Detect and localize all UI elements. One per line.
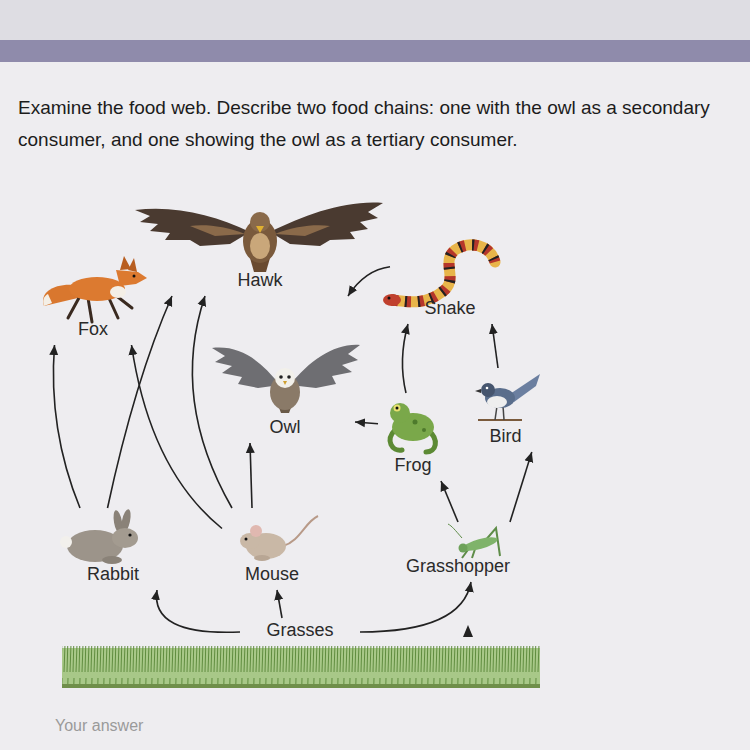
organism-label: Snake	[424, 298, 475, 318]
organism-label: Grasshopper	[406, 556, 510, 576]
organism-label: Frog	[394, 455, 431, 475]
stray-arrowhead	[463, 625, 473, 637]
organism-label: Owl	[270, 417, 301, 437]
organism-label: Mouse	[245, 564, 299, 584]
organism-label: Grasses	[266, 620, 333, 640]
feeding-arrow	[492, 324, 498, 368]
feeding-arrow	[250, 443, 252, 508]
rabbit-picture	[60, 508, 138, 564]
owl-picture	[212, 345, 360, 413]
feeding-arrow	[132, 345, 223, 529]
feeding-arrow	[192, 296, 232, 508]
organism-label: Fox	[78, 319, 108, 339]
feeding-arrow	[441, 481, 458, 522]
feeding-arrow	[108, 296, 173, 508]
feeding-arrow	[402, 324, 408, 393]
organism-label: Rabbit	[87, 564, 139, 584]
feeding-arrow	[348, 267, 390, 296]
organism-node: Fox	[38, 250, 148, 345]
organism-node: Bird	[468, 368, 543, 452]
question-title: Examine the food web. Describe two food …	[18, 92, 734, 156]
organism-node: Rabbit	[58, 508, 168, 590]
organism-node: Frog	[378, 393, 448, 481]
bird-picture	[475, 374, 540, 420]
organism-node: Hawk	[150, 196, 370, 296]
frog-picture	[390, 403, 435, 452]
organism-node: Mouse	[222, 508, 322, 590]
feeding-arrow	[355, 422, 378, 424]
hawk-picture	[135, 203, 383, 272]
grass-strip	[62, 646, 540, 688]
organism-label: Bird	[489, 426, 521, 446]
feeding-arrow	[53, 345, 80, 508]
organism-node: Grasses	[240, 618, 360, 646]
organism-node: Grasshopper	[393, 522, 523, 582]
organism-label: Hawk	[237, 270, 282, 290]
feeding-arrow	[156, 590, 240, 632]
snake-picture	[383, 245, 495, 306]
answer-placeholder: Your answer	[55, 716, 143, 736]
feeding-arrow	[510, 452, 532, 522]
organism-node: Owl	[215, 338, 355, 443]
fox-picture	[43, 256, 147, 322]
organism-node: Snake	[390, 236, 510, 324]
grasshopper-picture	[448, 524, 500, 558]
feeding-arrow	[360, 582, 471, 632]
feeding-arrow	[277, 590, 282, 618]
mouse-picture	[240, 516, 318, 561]
